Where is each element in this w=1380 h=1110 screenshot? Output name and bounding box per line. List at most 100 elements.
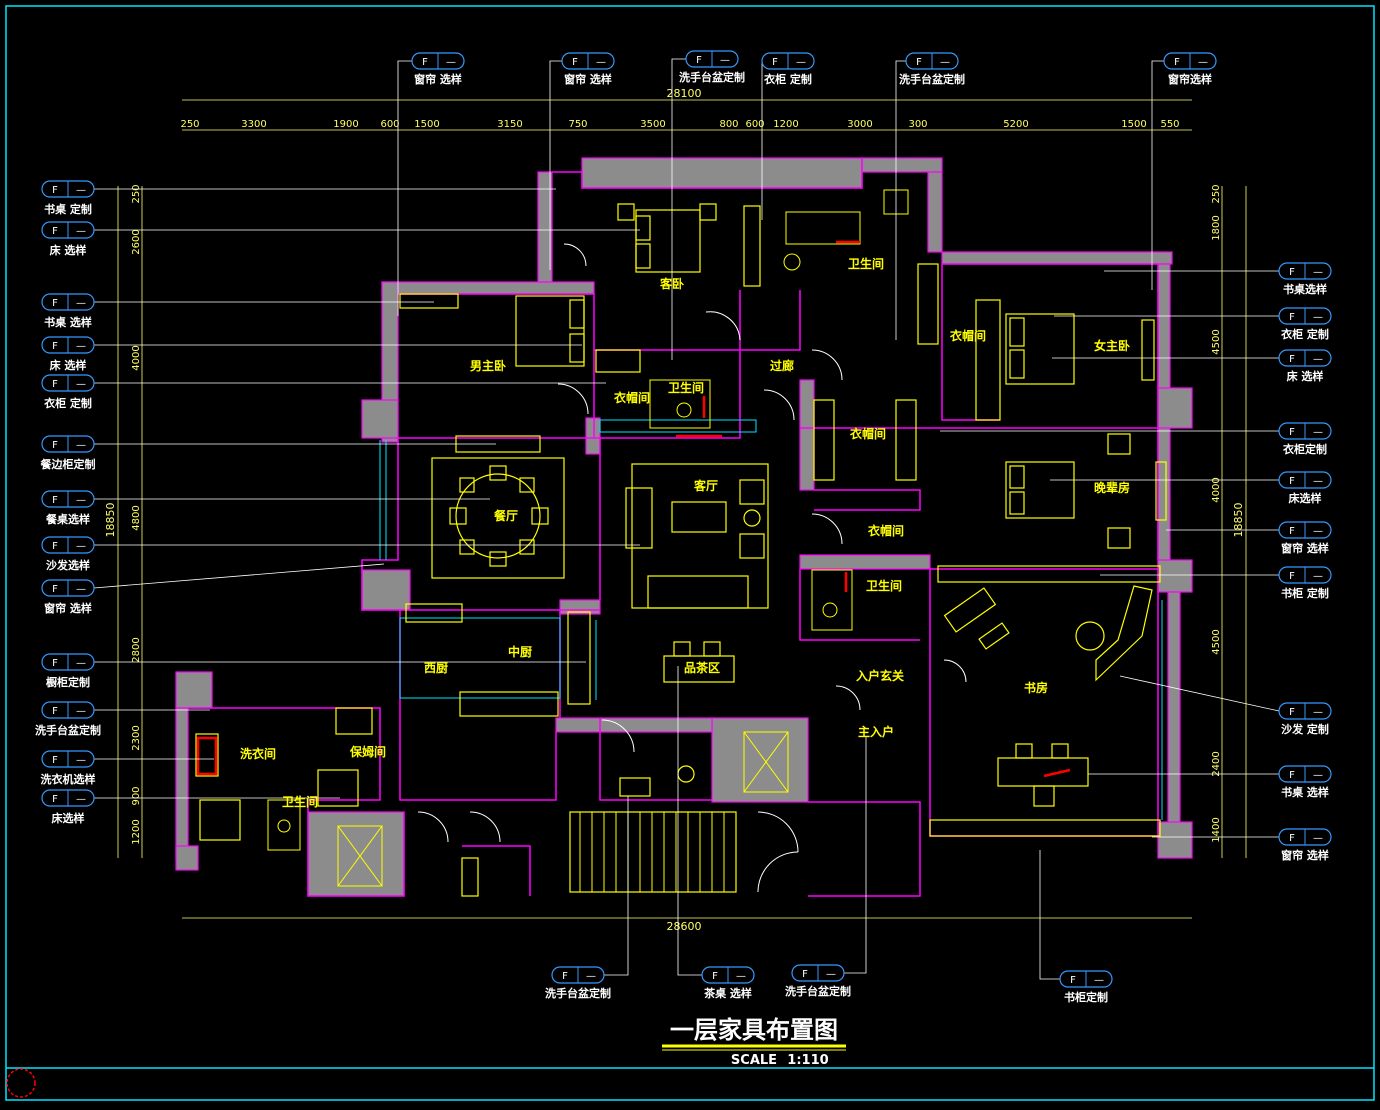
svg-text:F: F — [52, 755, 58, 766]
top-tag-3-label: 衣柜 定制 — [764, 72, 812, 86]
left-dimension-6: 900 — [131, 786, 142, 805]
bottom-tag-1: F — 茶桌 选样 — [701, 966, 755, 1000]
left-tag-11: F—洗衣机选样 — [41, 750, 96, 786]
top-dimension-8: 800 — [719, 119, 738, 130]
svg-text:F: F — [1289, 571, 1295, 582]
svg-text:—: — — [720, 55, 730, 66]
left-tag-12-label: 床选样 — [52, 811, 85, 825]
svg-text:—: — — [76, 341, 86, 352]
left-total-dimension: 18850 — [104, 503, 117, 538]
room-label-15: 西厨 — [424, 660, 448, 675]
scale-label: SCALE — [731, 1053, 777, 1068]
top-tag-2-label: 洗手台盆定制 — [679, 70, 745, 84]
top-tag-5-label: 窗帘选样 — [1168, 72, 1212, 86]
left-dimension-1: 2600 — [131, 229, 142, 254]
left-tag-2: F—书桌 选样 — [41, 293, 95, 329]
svg-text:F: F — [52, 706, 58, 717]
svg-text:F: F — [1289, 476, 1295, 487]
svg-text:F: F — [696, 55, 702, 66]
left-tag-0-label: 书桌 定制 — [44, 202, 92, 216]
left-dimension-4: 2800 — [131, 637, 142, 662]
svg-text:—: — — [1313, 427, 1323, 438]
room-label-6: 衣帽间 — [950, 328, 986, 343]
svg-text:F: F — [52, 440, 58, 451]
svg-text:—: — — [1313, 267, 1323, 278]
svg-text:F: F — [52, 541, 58, 552]
stairs — [579, 812, 725, 892]
top-dimension-7: 3500 — [640, 119, 665, 130]
bottom-tag-0-label: 洗手台盆定制 — [545, 986, 611, 1000]
svg-text:—: — — [76, 584, 86, 595]
top-tag-1: F—窗帘 选样 — [561, 52, 615, 86]
svg-text:—: — — [76, 495, 86, 506]
left-tag-7: F—沙发选样 — [41, 536, 95, 572]
room-label-17: 入户玄关 — [856, 668, 904, 683]
svg-text:—: — — [736, 971, 746, 982]
right-total-dimension: 18850 — [1232, 503, 1245, 538]
right-tag-7-label: 沙发 定制 — [1281, 722, 1329, 736]
top-dimension-15: 550 — [1160, 119, 1179, 130]
top-tag-2: F — 洗手台盆定制 — [679, 50, 745, 84]
svg-text:F: F — [422, 57, 428, 68]
left-tag-9: F—橱柜定制 — [41, 653, 95, 689]
room-label-9: 客厅 — [693, 478, 718, 493]
left-tag-11-label: 洗衣机选样 — [41, 772, 96, 786]
right-tag-2-label: 床 选样 — [1287, 369, 1324, 383]
right-tag-9-label: 窗帘 选样 — [1281, 848, 1329, 862]
svg-text:F: F — [1289, 833, 1295, 844]
svg-text:—: — — [1313, 770, 1323, 781]
top-tag-4: F—洗手台盆定制 — [899, 52, 965, 86]
svg-text:—: — — [76, 706, 86, 717]
svg-text:F: F — [1289, 354, 1295, 365]
top-tag-1-label: 窗帘 选样 — [564, 72, 612, 86]
right-tag-2: F — 床 选样 — [1278, 349, 1332, 383]
room-label-22: 卫生间 — [282, 794, 318, 809]
top-dimension-3: 600 — [380, 119, 399, 130]
right-tag-4-label: 床选样 — [1289, 491, 1322, 505]
svg-text:F: F — [712, 971, 718, 982]
right-dimension-1: 1800 — [1211, 215, 1222, 240]
svg-text:F: F — [1289, 312, 1295, 323]
top-dimension-11: 3000 — [847, 119, 872, 130]
bottom-tag-3: F—书柜定制 — [1059, 970, 1113, 1004]
right-dimension-5: 2400 — [1211, 751, 1222, 776]
svg-text:F: F — [52, 658, 58, 669]
leader-lines — [93, 58, 1280, 980]
top-total-dimension: 28100 — [667, 87, 702, 100]
svg-text:—: — — [1313, 526, 1323, 537]
room-label-18: 主入户 — [858, 724, 894, 739]
elevators — [337, 731, 789, 887]
bottom-tag-1-label: 茶桌 选样 — [703, 986, 752, 1000]
svg-text:F: F — [1289, 526, 1295, 537]
right-tag-6-label: 书柜 定制 — [1281, 586, 1329, 600]
svg-text:F: F — [52, 298, 58, 309]
left-tag-7-label: 沙发选样 — [46, 558, 90, 572]
svg-text:—: — — [596, 57, 606, 68]
svg-text:F: F — [52, 379, 58, 390]
svg-text:—: — — [1313, 354, 1323, 365]
svg-text:F: F — [52, 341, 58, 352]
svg-text:—: — — [76, 440, 86, 451]
svg-text:—: — — [76, 658, 86, 669]
top-tag-4-label: 洗手台盆定制 — [899, 72, 965, 86]
room-label-4: 卫生间 — [668, 380, 704, 395]
svg-text:F: F — [1174, 57, 1180, 68]
right-tag-9: F—窗帘 选样 — [1278, 828, 1332, 862]
cyan-accents — [379, 419, 1163, 820]
top-dimension-2: 1900 — [333, 119, 358, 130]
left-tag-1: F—床 选样 — [41, 221, 95, 257]
left-tag-8: F—窗帘 选样 — [41, 579, 95, 615]
room-outlines — [188, 158, 1159, 897]
room-label-16: 品茶区 — [684, 660, 720, 675]
room-label-3: 衣帽间 — [614, 390, 650, 405]
svg-text:F: F — [916, 57, 922, 68]
right-tag-4: F—床选样 — [1278, 471, 1332, 505]
left-tag-5: F—餐边柜定制 — [40, 435, 96, 471]
room-label-1: 卫生间 — [848, 256, 884, 271]
right-tag-8: F—书桌 选样 — [1278, 765, 1332, 799]
room-label-21: 保姆间 — [349, 744, 386, 759]
svg-text:F: F — [52, 584, 58, 595]
top-dimension-1: 3300 — [241, 119, 266, 130]
